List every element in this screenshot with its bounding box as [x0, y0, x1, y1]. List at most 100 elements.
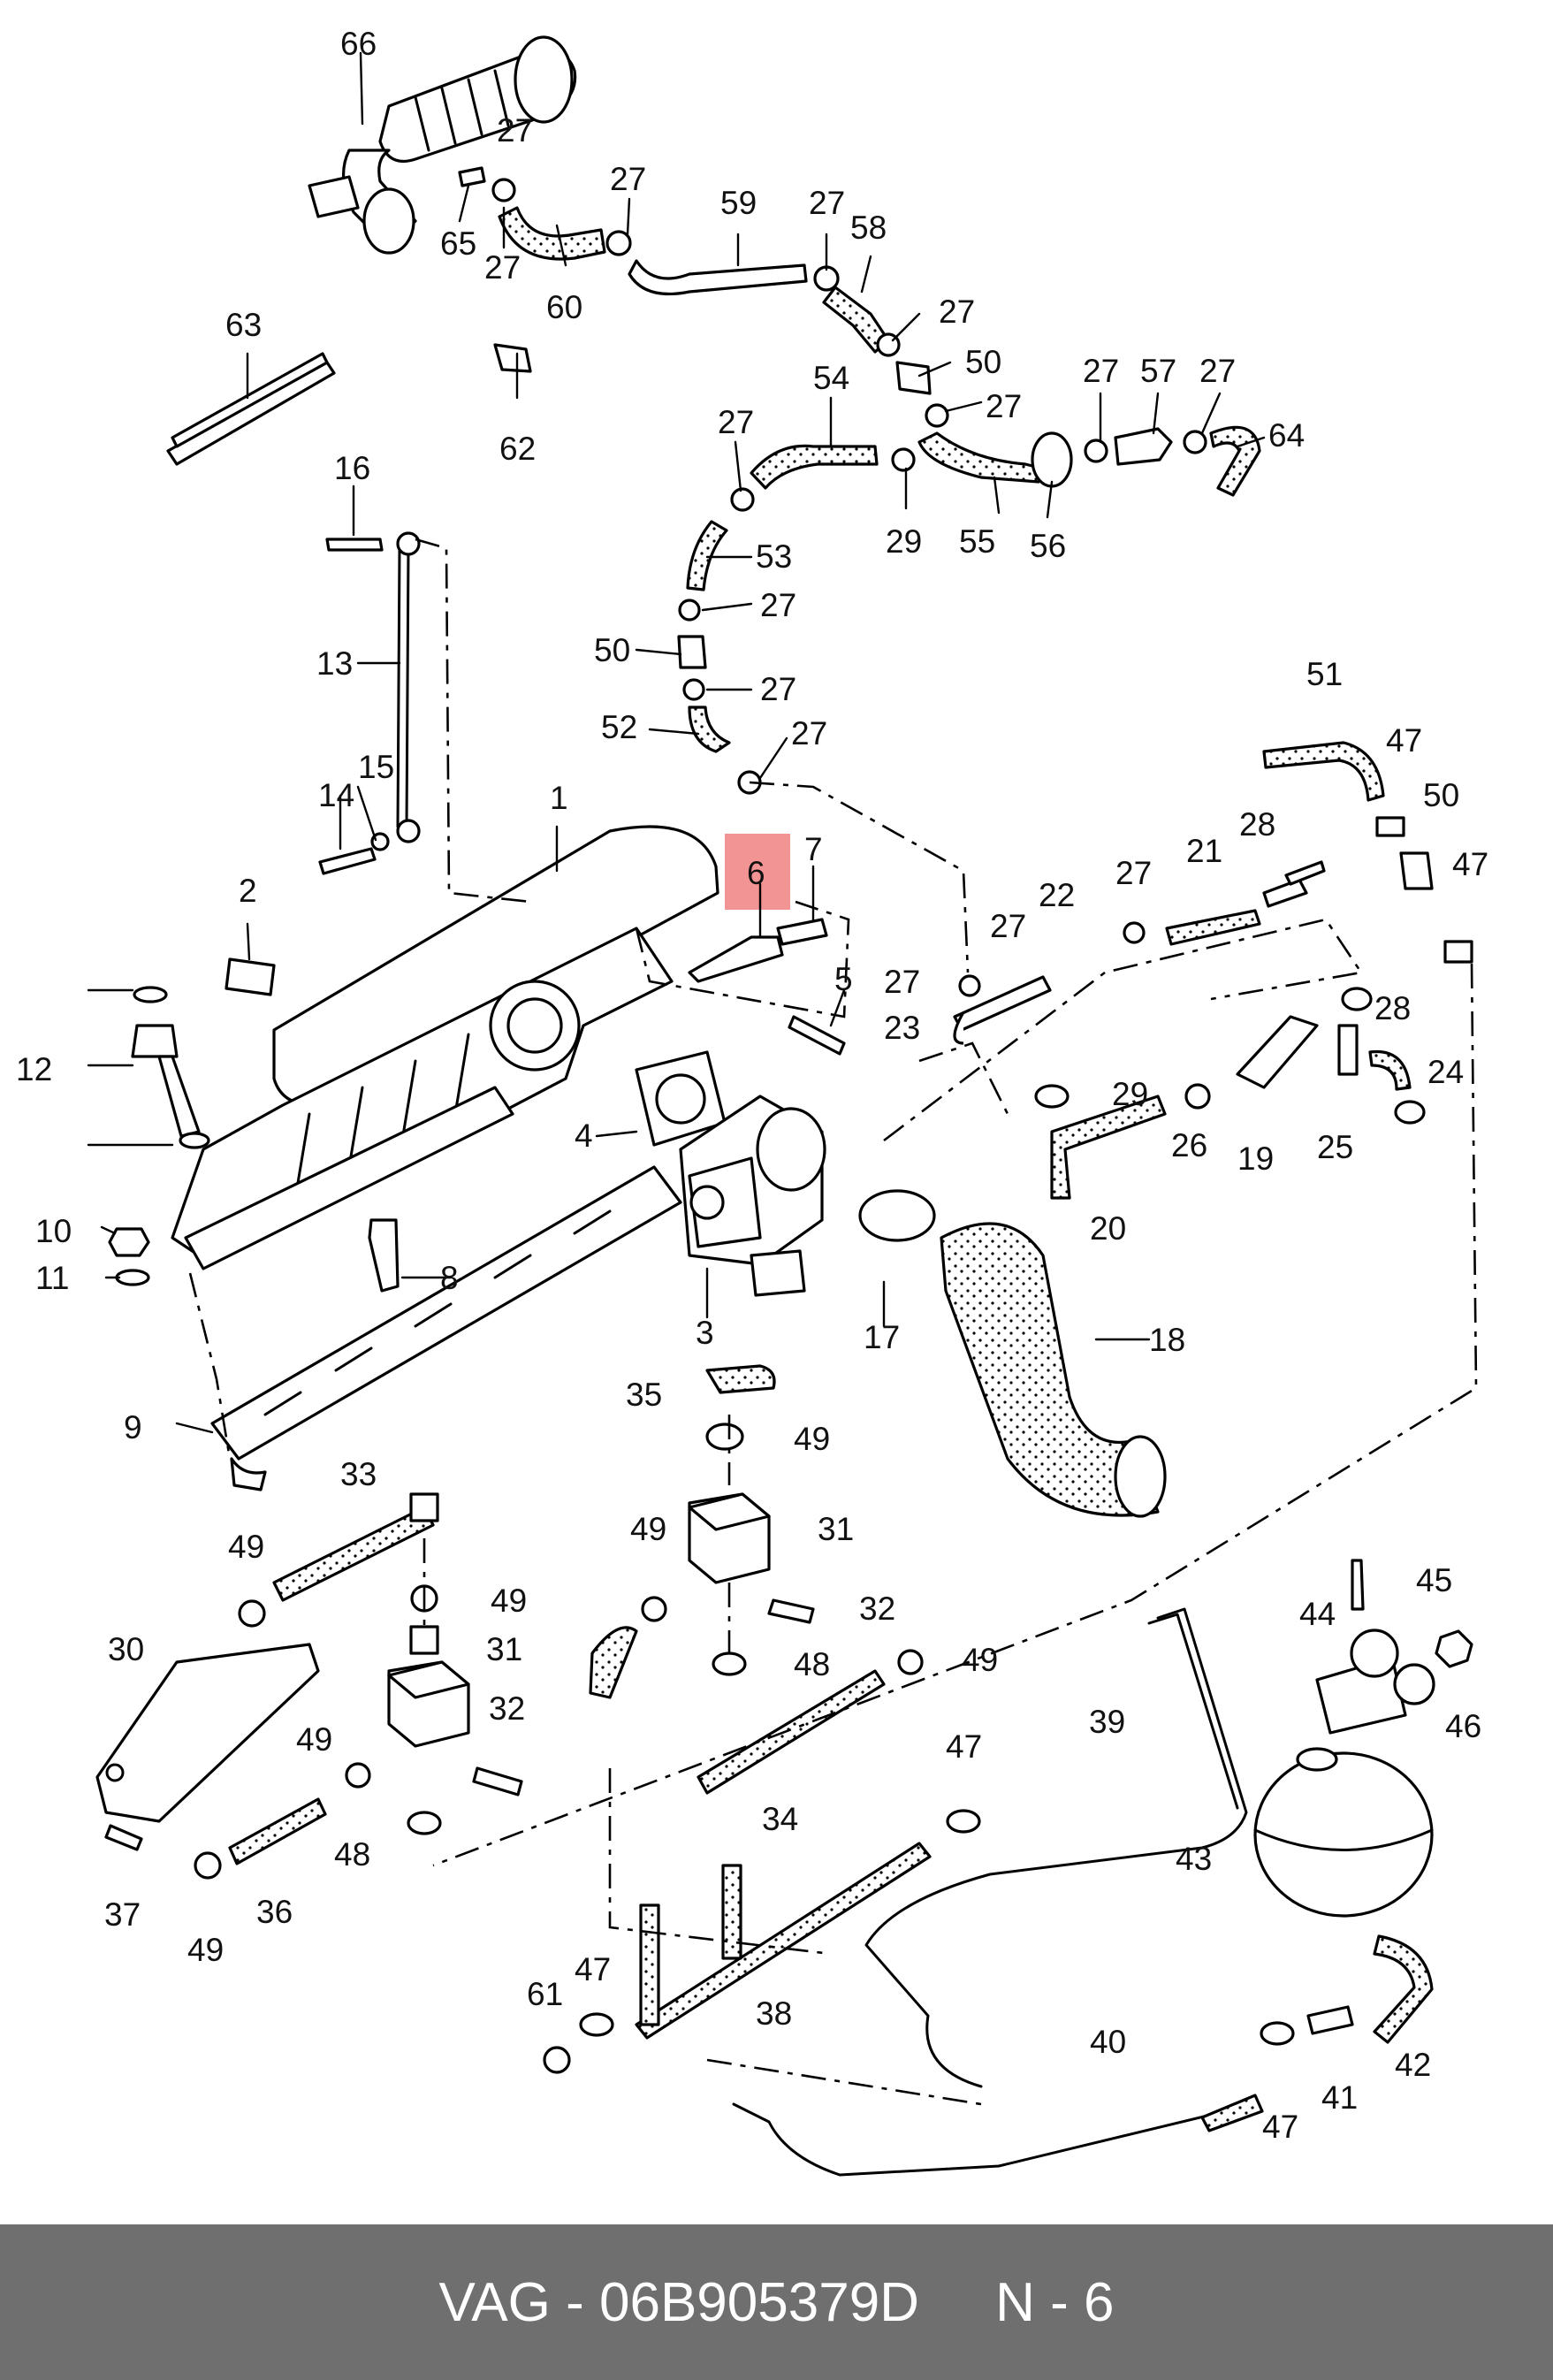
highlight-box	[725, 834, 790, 910]
callout-44: 44	[1299, 1596, 1336, 1632]
part-10-nut	[108, 1227, 150, 1257]
callout-47-d: 47	[575, 1951, 611, 1987]
callout-35: 35	[626, 1377, 662, 1413]
part-13-rod	[405, 546, 410, 828]
callout-51: 51	[1306, 656, 1343, 692]
callout-12: 12	[16, 1051, 52, 1087]
callout-65: 65	[440, 225, 476, 262]
callout-25: 25	[1317, 1129, 1353, 1165]
callout-16: 16	[334, 450, 370, 486]
callout-57: 57	[1140, 353, 1176, 389]
callout-27-l: 27	[791, 715, 827, 751]
callout-14: 14	[318, 777, 354, 813]
callout-27-d: 27	[809, 185, 845, 221]
part-47-sleeve-a	[1375, 816, 1405, 837]
callout-6: 6	[747, 855, 765, 891]
part-23-elbow	[953, 1011, 965, 1045]
clamp-29-b	[1034, 1084, 1070, 1109]
callout-27-n: 27	[990, 908, 1026, 944]
callout-19: 19	[1237, 1140, 1274, 1177]
callout-20: 20	[1090, 1210, 1126, 1247]
callout-50-b: 50	[594, 632, 630, 668]
clamp-27-a	[491, 178, 516, 202]
callout-13: 13	[316, 645, 353, 682]
callout-66: 66	[340, 26, 377, 62]
callout-36: 36	[256, 1894, 293, 1930]
part-16-bolt	[325, 538, 384, 552]
clamp-49-g	[897, 1649, 924, 1675]
clamp-49-a	[238, 1599, 266, 1628]
callout-48-a: 48	[794, 1646, 830, 1682]
callout-56: 56	[1030, 528, 1066, 564]
part-20-hose	[1050, 1095, 1167, 1200]
callout-5: 5	[834, 961, 853, 997]
clamp-27-i	[678, 599, 701, 622]
callout-27-g: 27	[1083, 353, 1119, 389]
callout-61: 61	[527, 1976, 563, 2012]
part-30-bracket	[95, 1643, 320, 1823]
part-15-washer	[370, 832, 390, 851]
callout-27-k: 27	[760, 671, 796, 707]
callout-42: 42	[1395, 2047, 1431, 2083]
assembly-lines	[188, 538, 1478, 2106]
callout-47-e: 47	[1262, 2109, 1298, 2145]
callout-46: 46	[1445, 1708, 1481, 1744]
callout-52: 52	[601, 709, 637, 745]
callout-40: 40	[1090, 2024, 1126, 2060]
clamp-27-f	[1084, 439, 1108, 463]
callout-18: 18	[1149, 1322, 1185, 1358]
callout-33: 33	[340, 1456, 377, 1492]
part-2-sleeve	[225, 957, 276, 996]
callout-45: 45	[1416, 1562, 1452, 1598]
callout-27-b: 27	[484, 249, 521, 286]
callout-30: 30	[108, 1631, 144, 1667]
parts-drawings	[95, 35, 1473, 2177]
callout-8: 8	[440, 1260, 459, 1296]
part-5-bolt	[788, 1015, 846, 1056]
part-58-hose	[822, 286, 890, 354]
callout-27-a: 27	[497, 112, 533, 149]
callout-leaders	[87, 51, 1266, 1434]
callout-1: 1	[550, 780, 568, 816]
callout-38: 38	[756, 1995, 792, 2032]
callout-23: 23	[884, 1010, 920, 1046]
clamp-28-b	[1341, 987, 1373, 1011]
part-64-hose	[1209, 425, 1261, 497]
callout-27-o: 27	[884, 964, 920, 1000]
callout-27-e: 27	[939, 294, 975, 330]
part-52-hose	[688, 706, 731, 753]
clamp-49-f	[641, 1596, 667, 1622]
part-61-cap	[543, 2046, 571, 2074]
callout-10: 10	[35, 1213, 72, 1249]
part-43-reservoir	[1253, 1751, 1434, 1918]
callout-49-d: 49	[228, 1529, 264, 1565]
part-65-fitting	[458, 166, 486, 187]
callout-29-a: 29	[886, 523, 922, 560]
part-47-sleeve-b	[1443, 940, 1473, 964]
callout-50-c: 50	[1423, 777, 1459, 813]
part-42-hose	[1373, 1934, 1434, 2044]
callout-34: 34	[762, 1801, 798, 1837]
callout-7: 7	[804, 831, 823, 867]
part-51-hose	[1262, 741, 1385, 802]
callout-47-a: 47	[1386, 722, 1422, 759]
part-40-line	[732, 2102, 1257, 2177]
callout-28-a: 28	[1239, 806, 1275, 843]
part-24-hose	[1368, 1049, 1412, 1091]
callout-labels: 66 27 65 27 60 27 59 27 58 27 50 27 54 2…	[16, 26, 1488, 2145]
part-7-bolt	[776, 918, 828, 946]
part-34-hose	[697, 1669, 886, 1795]
part-21-hose	[1165, 909, 1261, 946]
callout-27-i: 27	[718, 404, 754, 440]
callout-27-j: 27	[760, 587, 796, 623]
callout-27-c: 27	[610, 161, 646, 197]
part-59-pipe	[628, 259, 808, 296]
part-8-bolt	[368, 1218, 400, 1293]
callout-53: 53	[756, 538, 792, 575]
callout-32-b: 32	[489, 1690, 525, 1727]
clamp-27-e	[925, 403, 949, 428]
callout-47-b: 47	[1452, 846, 1488, 882]
clamp-47-d	[579, 2012, 614, 2037]
callout-26: 26	[1171, 1127, 1207, 1163]
callout-50-a: 50	[965, 344, 1001, 380]
